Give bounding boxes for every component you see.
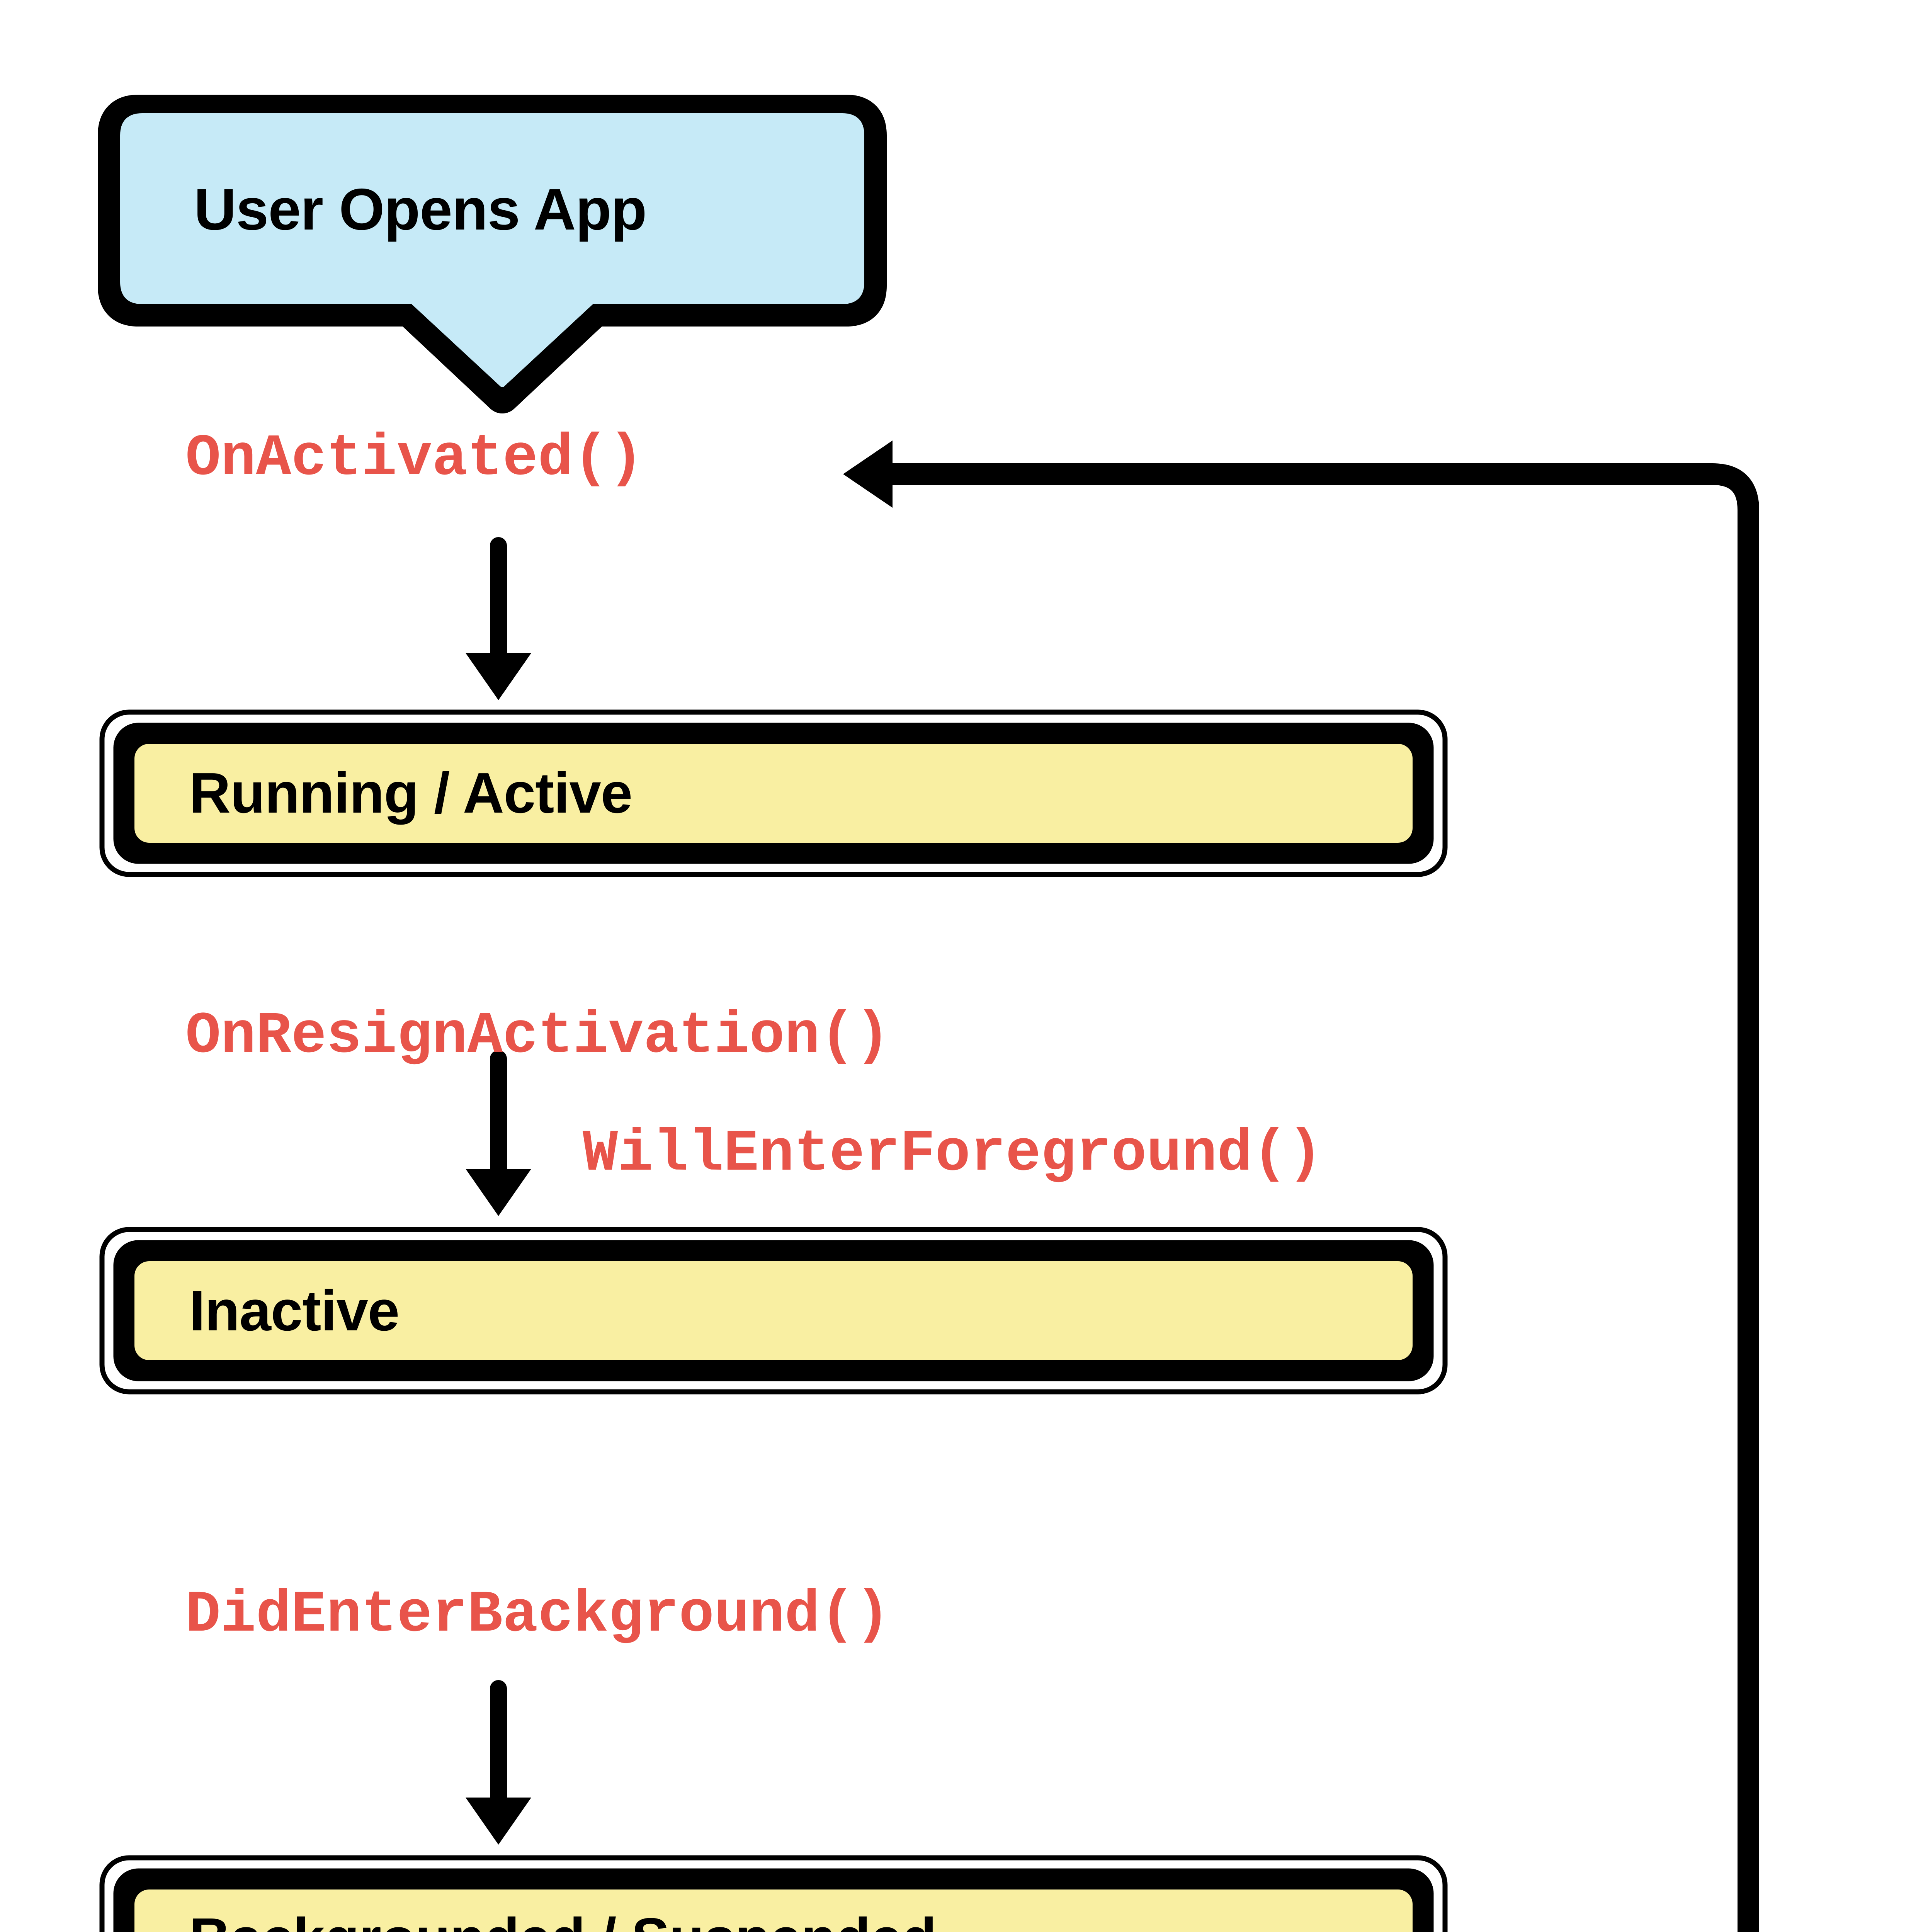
feedback-loop-arrowhead bbox=[843, 440, 893, 508]
feedback-loop-path bbox=[871, 463, 1759, 1932]
state-box-backgrounded-suspended[interactable] bbox=[99, 1855, 1448, 1932]
transition-label-didenterbackground: DidEnterBackground() bbox=[185, 1582, 891, 1648]
state-label-running-active: Running / Active bbox=[189, 761, 632, 825]
state-box-running-active[interactable] bbox=[99, 709, 1448, 877]
feedback-loop-connector bbox=[843, 440, 1759, 1932]
state-box-inactive[interactable] bbox=[99, 1227, 1448, 1395]
state-box-fill bbox=[134, 1889, 1413, 1932]
state-label-backgrounded-suspended: Backgrounded / Suspended bbox=[189, 1906, 937, 1932]
arrow-onresignactivation-head bbox=[466, 1169, 531, 1216]
speech-bubble-fill bbox=[120, 113, 864, 387]
arrow-didenterbackground bbox=[466, 1680, 531, 1845]
transition-label-willenterforeground: WillEnterForeground() bbox=[583, 1121, 1323, 1187]
start-node-label: User Opens App bbox=[194, 177, 647, 242]
arrow-didenterbackground-head bbox=[466, 1798, 531, 1845]
transition-label-onresignactivation: OnResignActivation() bbox=[185, 1003, 891, 1070]
state-box-fill bbox=[134, 744, 1413, 843]
start-node-user-opens-app[interactable] bbox=[98, 95, 887, 413]
arrow-onactivated bbox=[466, 537, 531, 700]
state-box-fill bbox=[134, 1261, 1413, 1360]
state-label-inactive: Inactive bbox=[189, 1279, 400, 1343]
arrow-onresignactivation bbox=[466, 1050, 531, 1216]
arrow-onactivated-head bbox=[466, 653, 531, 700]
transition-label-onactivated: OnActivated() bbox=[185, 425, 644, 492]
